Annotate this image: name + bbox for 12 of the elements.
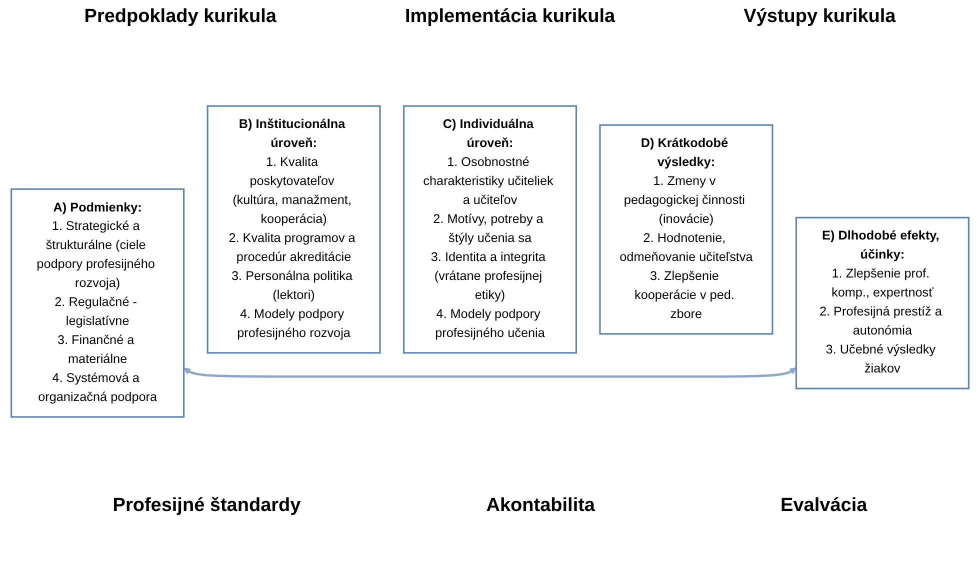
node-box: C) Individuálna úroveň: 1. Osobnostné charakteristiky učiteliek a učiteľov 2. Motívy, potreby a štýly učenia sa 3. Identita a integrita (vrátane profesijnej etiky) 4. Modely podpory profesijného učenia xyxy=(402,105,578,354)
node-box: E) Dlhodobé efekty, účinky: 1. Zlepšenie prof. komp., expertnosť 2. Profesijná prestíž a autonómia 3. Učebné výsledky žiakov xyxy=(795,216,970,390)
column-heading: Predpoklady kurikula xyxy=(84,6,276,28)
process-label: Profesijné štandardy xyxy=(112,495,301,517)
column-heading: Výstupy kurikula xyxy=(744,6,896,28)
column-heading: Implementácia kurikula xyxy=(404,6,616,28)
process-label: Akontabilita xyxy=(486,495,595,517)
node-box: A) Podmienky: 1. Strategické a štrukturálne (ciele podpory profesijného rozvoja) 2. Regulačné - legislatívne 3. Finančné a materiálne 4. Systémová a organizačná podpora xyxy=(10,188,185,418)
arrow xyxy=(184,367,796,378)
node-box: D) Krátkodobé výsledky: 1. Zmeny v pedagogickej činnosti (inovácie) 2. Hodnotenie, odmeňovanie učiteľstva 3. Zlepšenie kooperácie v ped. zbore xyxy=(599,124,774,335)
process-label: Evalvácia xyxy=(780,495,868,517)
node-box: B) Inštitucionálna úroveň: 1. Kvalita poskytovateľov (kultúra, manažment, kooperácia) 2. Kvalita programov a procedúr akreditácie 3. Personálna politika (lektori) 4. Modely podpory profesijného rozvoja xyxy=(206,105,381,354)
